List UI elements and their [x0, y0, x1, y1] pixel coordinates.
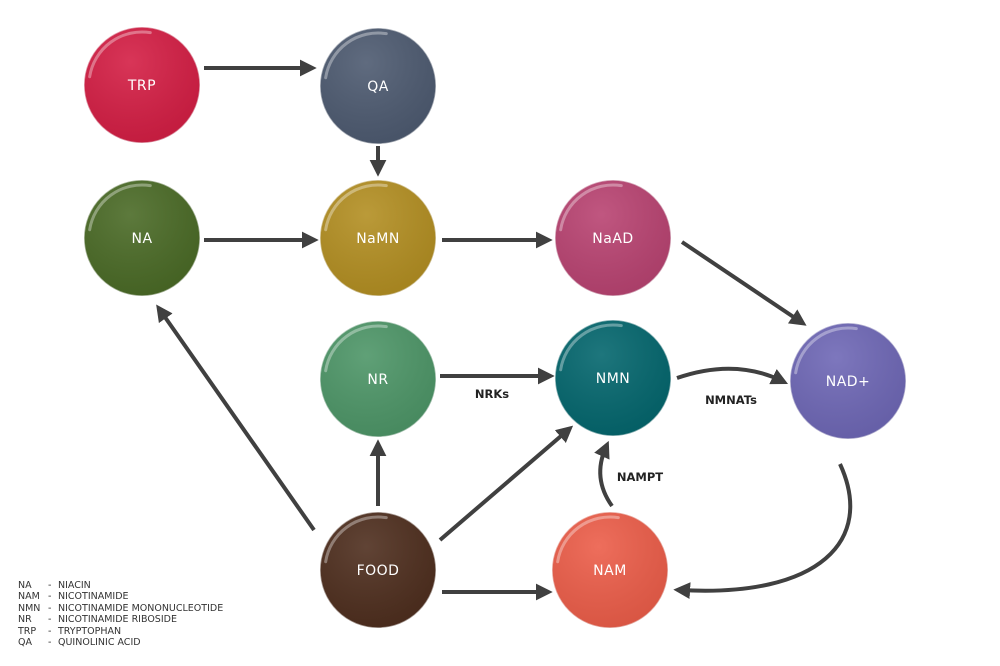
legend-row: NMN-NICOTINAMIDE MONONUCLEOTIDE	[18, 603, 223, 614]
legend-row: TRP-TRYPTOPHAN	[18, 626, 223, 637]
node-nr-label: NR	[367, 372, 388, 388]
legend-row: NA -NIACIN	[18, 580, 223, 591]
legend-dash: -	[48, 614, 52, 626]
legend-abbr: NR	[18, 614, 32, 626]
node-nad-label: NAD+	[826, 374, 871, 390]
node-food-highlight	[324, 515, 388, 564]
node-qa-highlight	[324, 31, 388, 80]
node-na-label: NA	[131, 231, 152, 247]
node-nr: NR	[319, 320, 437, 438]
legend-text: NICOTINAMIDE MONONUCLEOTIDE	[58, 602, 224, 614]
node-nam-gloss	[552, 512, 668, 628]
node-nmn-gloss	[555, 320, 671, 436]
legend-text: QUINOLINIC ACID	[58, 637, 141, 649]
node-namn-gloss	[320, 180, 436, 296]
edge-label-nampt: NAMPT	[617, 470, 663, 484]
node-nr-gloss	[320, 321, 436, 437]
legend-row: QA -QUINOLINIC ACID	[18, 637, 223, 648]
arrow-nad-nam	[673, 463, 853, 599]
node-nam-highlight	[556, 515, 620, 564]
arrow-naad-nad	[680, 240, 807, 326]
legend-abbr: NA	[18, 580, 32, 591]
legend-text: NICOTINAMIDE	[58, 591, 129, 603]
node-trp: TRP	[83, 26, 201, 144]
legend-text: TRYPTOPHAN	[58, 625, 122, 637]
node-food-gloss	[320, 512, 436, 628]
arrow-nmn-nad	[676, 366, 789, 385]
arrow-food-nmn	[438, 425, 574, 542]
node-food: FOOD	[319, 511, 437, 629]
node-naad-label: NaAD	[592, 231, 633, 247]
node-namn-label: NaMN	[356, 231, 400, 247]
node-naad: NaAD	[554, 179, 672, 297]
node-nmn: NMN	[554, 319, 672, 437]
node-nam: NAM	[551, 511, 669, 629]
legend-text: NIACIN	[58, 580, 91, 591]
legend-abbr: QA	[18, 637, 32, 649]
node-naad-highlight	[559, 183, 623, 232]
node-qa-gloss	[320, 28, 436, 144]
node-qa: QA	[319, 27, 437, 145]
node-nam-label: NAM	[593, 563, 627, 579]
node-nad: NAD+	[789, 322, 907, 440]
legend-abbr: NMN	[18, 602, 41, 614]
node-qa-label: QA	[367, 79, 389, 95]
node-na-highlight	[88, 183, 152, 232]
legend-abbr: TRP	[18, 625, 37, 637]
legend-dash: -	[48, 580, 52, 591]
edge-label-nrks: NRKs	[475, 387, 509, 401]
node-naad-gloss	[555, 180, 671, 296]
legend-row: NAM-NICOTINAMIDE	[18, 591, 223, 602]
node-nmn-highlight	[559, 323, 623, 372]
node-namn: NaMN	[319, 179, 437, 297]
legend-row: NR -NICOTINAMIDE RIBOSIDE	[18, 614, 223, 625]
legend-dash: -	[48, 591, 52, 603]
arrow-food-na	[156, 304, 316, 532]
arrow-nam-nmn	[594, 440, 614, 508]
node-na: NA	[83, 179, 201, 297]
node-na-gloss	[84, 180, 200, 296]
legend-text: NICOTINAMIDE RIBOSIDE	[58, 614, 177, 626]
node-nad-gloss	[790, 323, 906, 439]
node-nr-highlight	[324, 324, 388, 373]
node-nad-highlight	[794, 326, 858, 375]
legend-dash: -	[48, 637, 52, 649]
edge-label-nmnats: NMNATs	[705, 393, 757, 407]
legend-dash: -	[48, 625, 52, 637]
node-trp-label: TRP	[127, 78, 156, 94]
node-trp-highlight	[88, 30, 152, 79]
node-nmn-label: NMN	[596, 371, 631, 387]
legend-dash: -	[48, 602, 52, 614]
node-food-label: FOOD	[357, 563, 400, 579]
node-namn-highlight	[324, 183, 388, 232]
node-trp-gloss	[84, 27, 200, 143]
legend-abbr: NAM	[18, 591, 40, 603]
